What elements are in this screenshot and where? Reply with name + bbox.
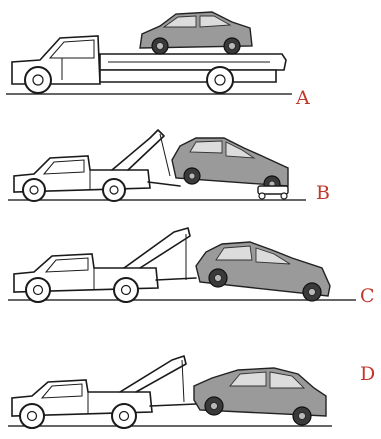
towed-car [139,11,253,55]
truck-window [40,383,83,399]
tow-boom [119,355,187,393]
label-a: A [296,87,310,109]
panel-b: B [0,120,381,220]
towed-car [171,137,289,193]
wheel-dolly [257,185,289,195]
truck-window [48,39,95,59]
flatbed-frame [99,69,277,83]
tow-arm [147,181,181,187]
tow-boom [111,129,165,171]
label-c: C [360,285,375,307]
wheel-lift-dolly-illustration [8,129,306,202]
truck-window [44,257,89,273]
towed-car [193,367,327,426]
boom-tow-front-lift-illustration [8,227,356,303]
label-b: B [316,182,330,204]
flatbed-tow-illustration [6,11,292,95]
panel-d: D [0,330,381,439]
tow-boom [123,227,191,269]
panel-a: A [0,0,381,115]
tow-arm [149,403,197,407]
boom-tow-rear-lift-illustration [8,355,332,429]
tow-arm [155,277,197,281]
label-d: D [360,363,376,385]
towed-car [195,241,331,302]
truck-window [42,159,85,175]
panel-c: C [0,222,381,322]
